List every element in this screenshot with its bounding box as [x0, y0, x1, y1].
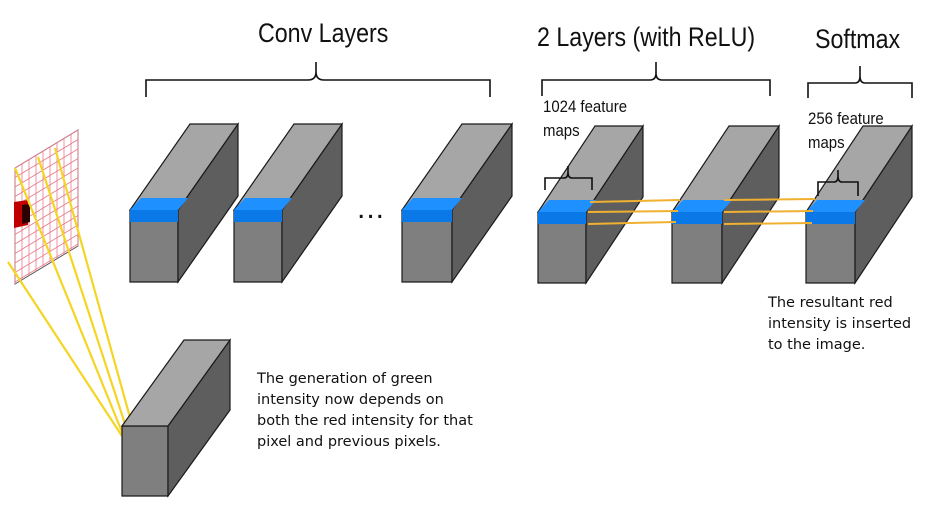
grid-line-horizontal — [14, 148, 79, 188]
feature-slice-highlight — [402, 198, 462, 210]
softmax-block — [804, 124, 914, 285]
slice-connectors — [587, 198, 816, 225]
conv-block-2 — [232, 122, 344, 284]
relu-block-1 — [536, 124, 645, 285]
previous-pixel — [22, 204, 30, 224]
conv-layers-heading: Conv Layers — [258, 18, 389, 48]
green-intensity-block — [120, 338, 232, 498]
feature-slice-highlight — [234, 198, 292, 210]
feature-slice-highlight — [806, 200, 865, 212]
conv-block-last — [400, 122, 514, 284]
grid-line-horizontal — [14, 129, 79, 169]
red-intensity-note: The resultant red intensity is inserted … — [768, 295, 912, 353]
relu-layers-brace — [541, 62, 771, 96]
grid-line-horizontal — [14, 234, 79, 273]
grid-line-horizontal — [14, 167, 79, 207]
feature-slice-highlight — [538, 200, 596, 212]
feature-maps-1024-label: 1024 feature maps — [543, 97, 628, 140]
projection-lines — [7, 147, 133, 437]
braces — [145, 62, 913, 196]
green-intensity-note: The generation of green intensity now de… — [257, 371, 473, 450]
relu-block-2 — [670, 124, 781, 285]
input-image-grid — [14, 129, 79, 285]
feature-slice-highlight — [672, 200, 732, 212]
softmax-brace — [807, 66, 913, 98]
grid-line-horizontal — [14, 205, 79, 245]
feature-maps-1024-brace — [544, 166, 593, 190]
feature-maps-256-label: 256 feature maps — [808, 109, 884, 152]
grid-line-horizontal — [14, 139, 79, 178]
relu-layers-heading: 2 Layers (with ReLU) — [537, 22, 756, 52]
feature-maps-256-brace — [817, 170, 859, 196]
conv-layers-brace — [145, 62, 491, 97]
grid-line-horizontal — [14, 196, 79, 235]
grid-line-horizontal — [14, 158, 79, 197]
grid-line-horizontal — [14, 215, 79, 254]
conv-block-1 — [128, 122, 240, 284]
softmax-heading: Softmax — [815, 24, 901, 54]
ellipsis-more-layers: ... — [357, 192, 386, 225]
feature-slice-highlight — [130, 198, 188, 210]
